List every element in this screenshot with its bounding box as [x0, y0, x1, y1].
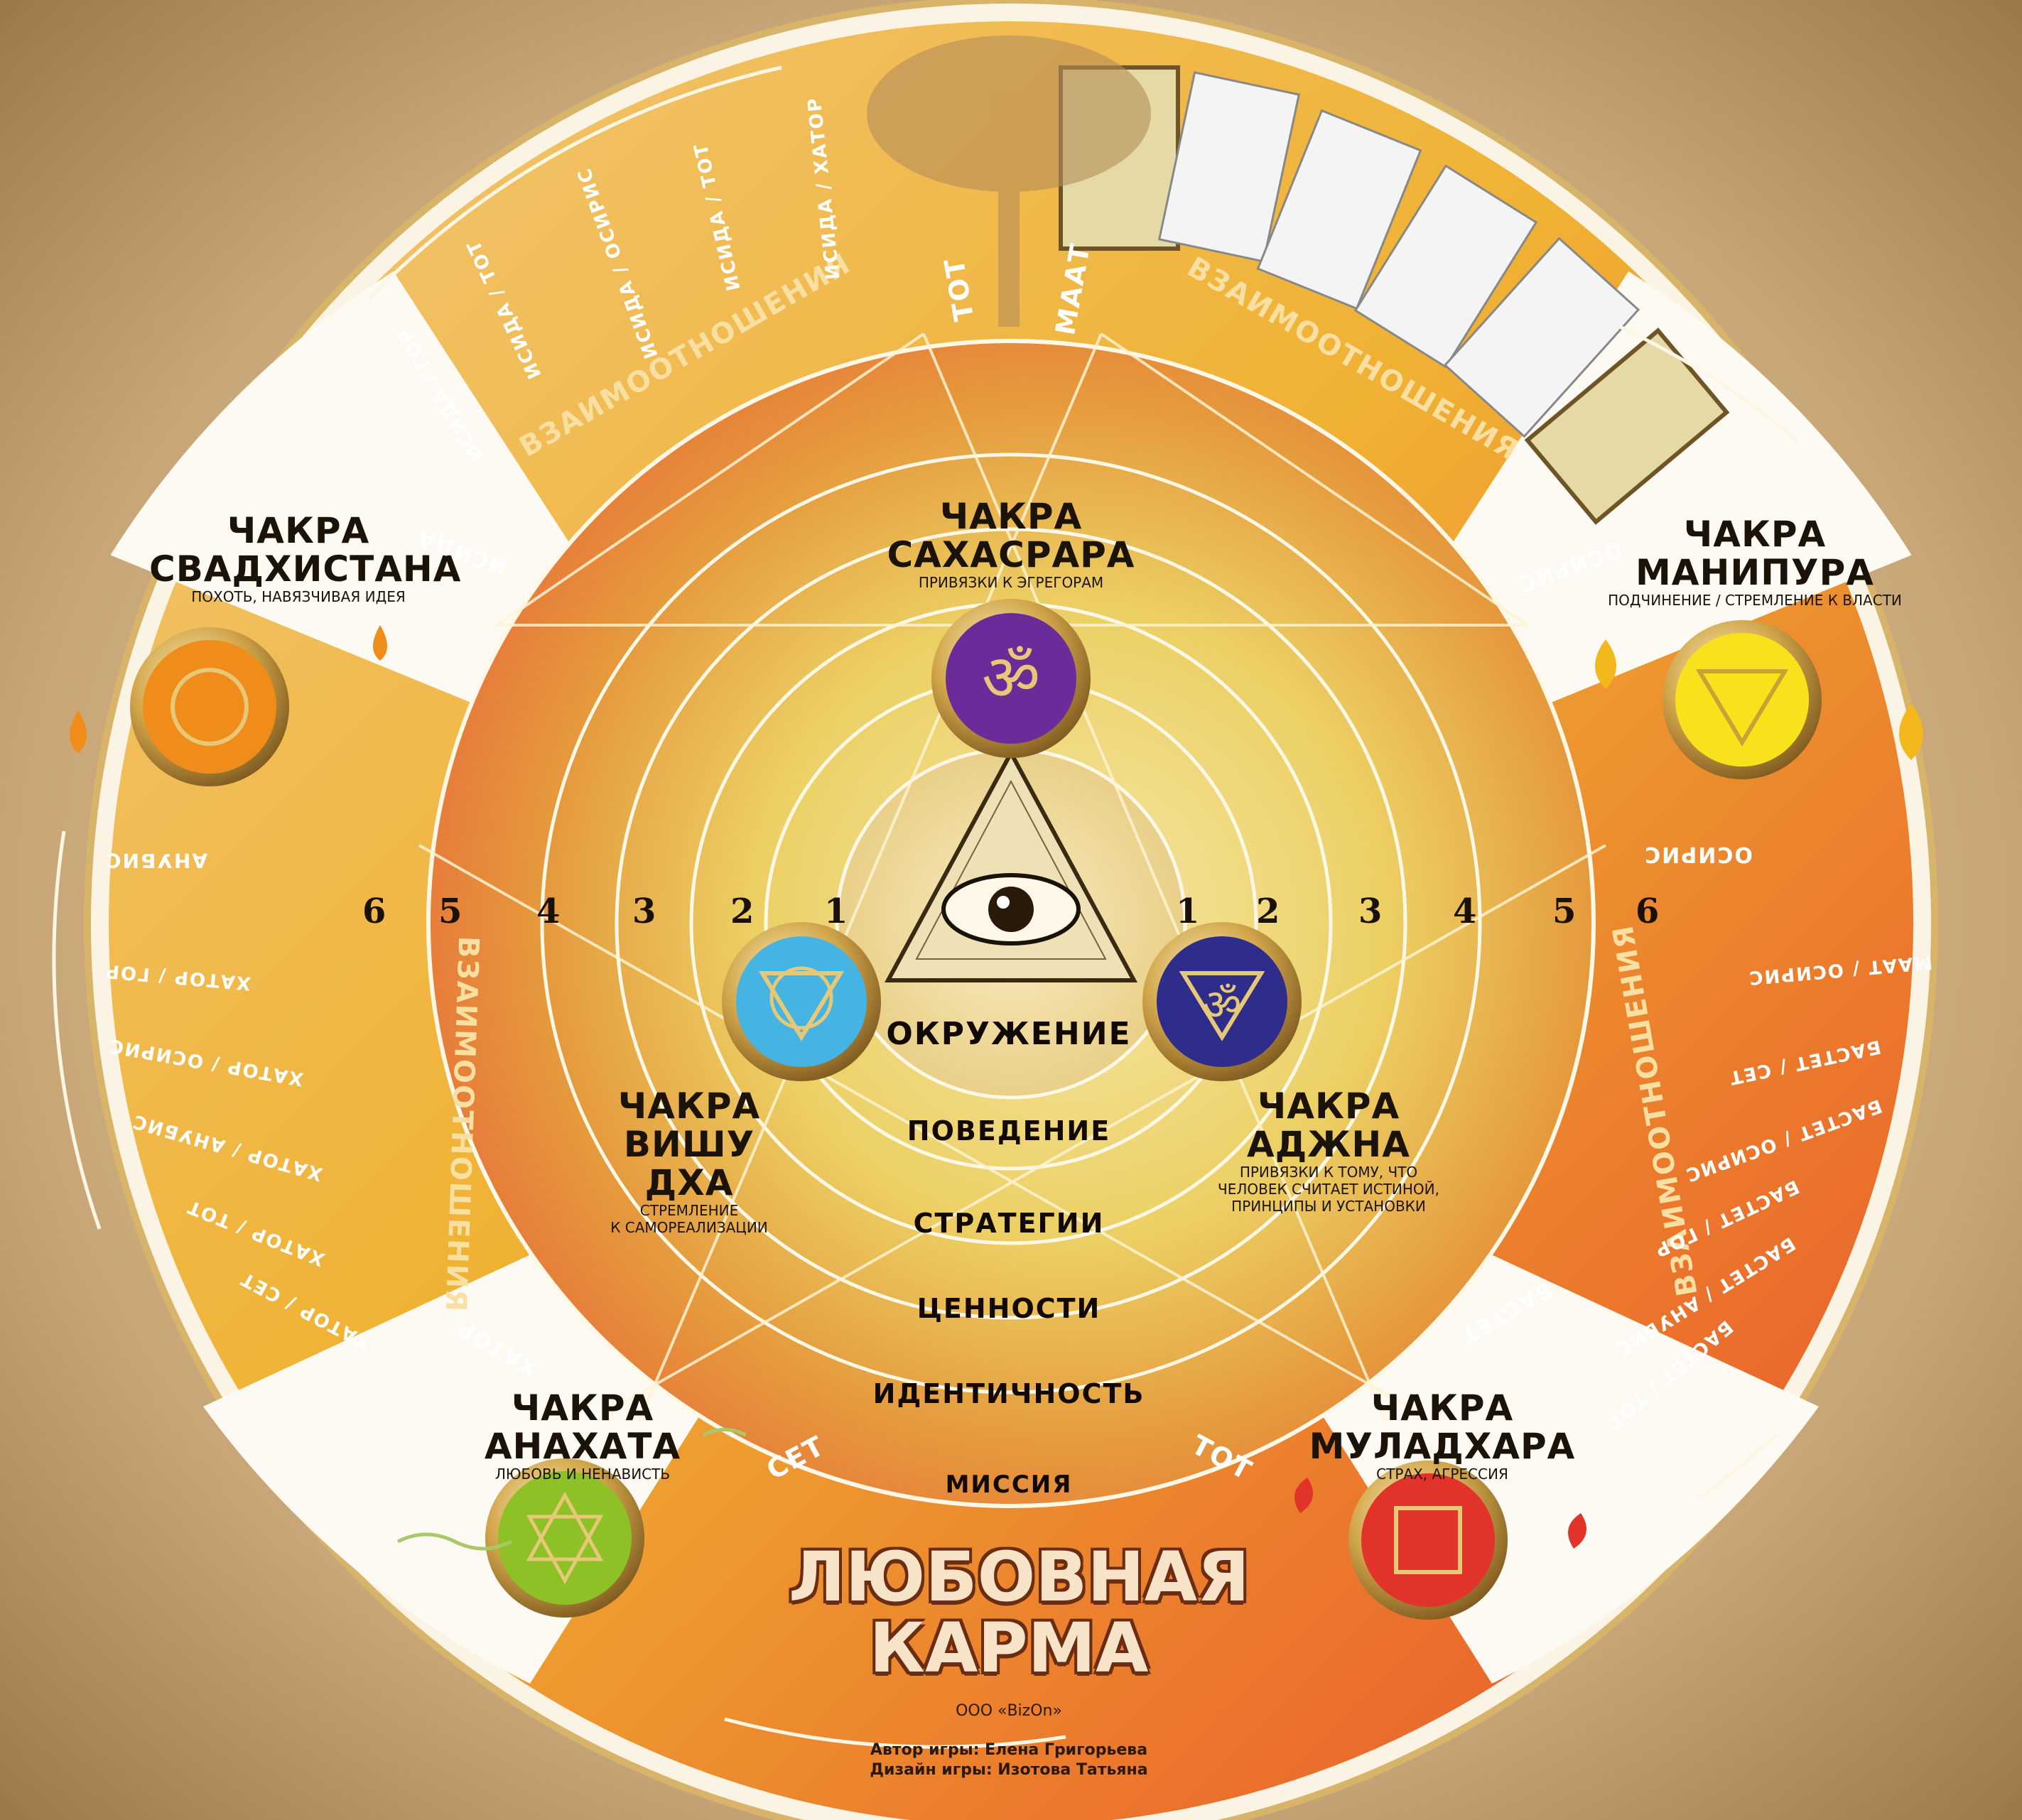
- chakra-subtitle: К САМОРЕАЛИЗАЦИИ: [610, 1219, 768, 1236]
- om-icon: ॐ: [1203, 980, 1242, 1030]
- chakra-name: МУЛАДХАРА: [1309, 1426, 1576, 1467]
- chakra-subtitle: ПРИВЯЗКИ К ЭГРЕГОРАМ: [918, 574, 1104, 591]
- ajna-disc[interactable]: ॐ: [1142, 922, 1302, 1081]
- game-title: ЛЮБОВНАЯ КАРМА: [789, 1537, 1250, 1688]
- chakra-name: ВИШУ ДХА: [623, 1124, 755, 1203]
- chakra-subtitle: ПРИНЦИПЫ И УСТАНОВКИ: [1231, 1198, 1426, 1215]
- game-title-line1: ЛЮБОВНАЯ: [789, 1537, 1250, 1617]
- author-credit: Автор игры: Елена Григорьева: [870, 1741, 1148, 1759]
- anahata-disc[interactable]: [485, 1458, 644, 1618]
- flame-icon: [1595, 639, 1923, 760]
- card-slots: [1059, 65, 1730, 525]
- muladhara-symbol-icon: [1394, 1506, 1462, 1574]
- chakra-title: ЧАКРА: [1257, 1085, 1400, 1127]
- card-slot-discard[interactable]: [1524, 327, 1730, 525]
- chakra-label-vishuddha: ЧАКРА ВИШУ ДХА СТРЕМЛЕНИЕ К САМОРЕАЛИЗАЦ…: [583, 1087, 796, 1236]
- chakra-title: ЧАКРА: [939, 496, 1083, 537]
- track-label: ОСИРИС: [1643, 842, 1753, 867]
- chakra-name: АНАХАТА: [484, 1426, 681, 1467]
- chakra-subtitle: ПОХОТЬ, НАВЯЗЧИВАЯ ИДЕЯ: [191, 588, 406, 605]
- chakra-subtitle: ПОДЧИНЕНИЕ / СТРЕМЛЕНИЕ К ВЛАСТИ: [1608, 592, 1902, 609]
- designer-credit: Дизайн игры: Изотова Татьяна: [870, 1761, 1148, 1779]
- chakra-name: САХАСРАРА: [887, 534, 1135, 575]
- manipura-symbol-icon: [1695, 669, 1789, 747]
- chakra-label-svadhisthana: ЧАКРА СВАДХИСТАНА ПОХОТЬ, НАВЯЗЧИВАЯ ИДЕ…: [149, 510, 462, 605]
- ring-number-1-right: 1: [1176, 892, 1200, 931]
- publisher: ООО «BizOn»: [956, 1702, 1062, 1720]
- chakra-title: ЧАКРА: [1370, 1387, 1514, 1429]
- manipura-disc[interactable]: [1663, 620, 1822, 779]
- game-title-line2: КАРМА: [869, 1608, 1149, 1688]
- card-slot[interactable]: [1443, 237, 1640, 438]
- track-label: АНУБИС: [105, 849, 208, 872]
- vishuddha-symbol-icon: [758, 971, 845, 1041]
- chakra-label-sahasrara: ЧАКРА САХАСРАРА ПРИВЯЗКИ К ЭГРЕГОРАМ: [869, 497, 1153, 591]
- chakra-label-anahata: ЧАКРА АНАХАТА ЛЮБОВЬ И НЕНАВИСТЬ: [455, 1389, 710, 1483]
- muladhara-disc[interactable]: [1348, 1461, 1508, 1620]
- svadhisthana-symbol-icon: [171, 668, 249, 746]
- wind-icon: [396, 1428, 747, 1551]
- ring-number-5-right: 5: [1552, 892, 1577, 931]
- ring-number-3-left: 3: [632, 892, 656, 931]
- vishuddha-disc[interactable]: [722, 922, 881, 1081]
- ring-number-2-right: 2: [1256, 892, 1280, 931]
- tree-of-life-icon: [867, 36, 1151, 327]
- chakra-subtitle: ЛЮБОВЬ И НЕНАВИСТЬ: [494, 1466, 671, 1483]
- ring-label-identity: ИДЕНТИЧНОСТЬ: [872, 1378, 1145, 1409]
- ring-label-values: ЦЕННОСТИ: [917, 1293, 1101, 1324]
- chakra-title: ЧАКРА: [1683, 514, 1827, 555]
- chakra-subtitle: СТРАХ, АГРЕССИЯ: [1376, 1466, 1508, 1483]
- card-slot[interactable]: [1157, 71, 1301, 263]
- ring-number-4-left: 4: [536, 892, 561, 931]
- card-slot[interactable]: [1353, 164, 1538, 369]
- ring-5: [540, 453, 1482, 1394]
- eye-of-providence-icon: [884, 748, 1138, 982]
- ring-number-6-left: 6: [362, 892, 386, 931]
- chakra-title: ЧАКРА: [511, 1387, 654, 1429]
- ring-label-environment: ОКРУЖЕНИЕ: [886, 1016, 1132, 1052]
- sahasrara-disc[interactable]: ॐ: [931, 599, 1091, 758]
- card-slot[interactable]: [1256, 109, 1422, 310]
- om-icon: ॐ: [982, 641, 1040, 715]
- svadhisthana-disc[interactable]: [130, 627, 289, 786]
- anahata-symbol-icon: [526, 1491, 604, 1561]
- chakra-title: ЧАКРА: [617, 1085, 761, 1127]
- movement-arrows: [52, 65, 1799, 1749]
- ring-number-1-left: 1: [824, 892, 848, 931]
- ring-label-mission: МИССИЯ: [945, 1470, 1073, 1499]
- chakra-subtitle: ЧЕЛОВЕК СЧИТАЕТ ИСТИНОЙ,: [1218, 1181, 1439, 1198]
- chakra-name: АДЖНА: [1247, 1124, 1410, 1165]
- chakra-name: СВАДХИСТАНА: [149, 548, 462, 590]
- ring-number-6-right: 6: [1636, 892, 1660, 931]
- leaf-icon: [1294, 1478, 1586, 1549]
- chakra-label-ajna: ЧАКРА АДЖНА ПРИВЯЗКИ К ТОМУ, ЧТО ЧЕЛОВЕК…: [1194, 1087, 1464, 1215]
- chakra-label-muladhara: ЧАКРА МУЛАДХАРА СТРАХ, АГРЕССИЯ: [1300, 1389, 1584, 1483]
- pentagram-lines: [418, 332, 1606, 1421]
- ring-number-5-left: 5: [438, 892, 463, 931]
- chakra-label-manipura: ЧАКРА МАНИПУРА ПОДЧИНЕНИЕ / СТРЕМЛЕНИЕ К…: [1577, 515, 1932, 609]
- chakra-subtitle: ПРИВЯЗКИ К ТОМУ, ЧТО: [1239, 1164, 1418, 1181]
- ring-number-3-right: 3: [1358, 892, 1383, 931]
- ring-number-4-right: 4: [1453, 892, 1477, 931]
- ring-label-behavior: ПОВЕДЕНИЕ: [907, 1115, 1111, 1147]
- chakra-subtitle: СТРЕМЛЕНИЕ: [639, 1202, 739, 1219]
- ring-label-strategies: СТРАТЕГИИ: [913, 1208, 1105, 1239]
- chakra-title: ЧАКРА: [227, 510, 370, 551]
- water-drop-icon: [70, 625, 387, 753]
- ring-4: [615, 527, 1407, 1320]
- ring-number-2-left: 2: [730, 892, 755, 931]
- chakra-name: МАНИПУРА: [1636, 552, 1874, 593]
